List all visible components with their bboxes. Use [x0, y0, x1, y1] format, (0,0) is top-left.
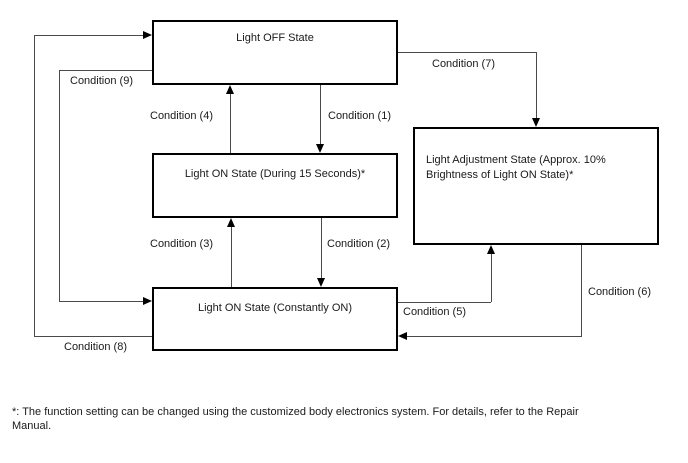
condition-7-line — [536, 52, 537, 118]
condition-3-arrowhead-icon — [227, 218, 235, 227]
condition-7-label: Condition (7) — [432, 58, 495, 70]
condition-6-line — [407, 336, 582, 337]
condition-2-line — [321, 218, 322, 278]
condition-8-arrowhead-icon — [143, 31, 152, 39]
condition-5-line — [491, 254, 492, 302]
condition-1-label: Condition (1) — [328, 110, 391, 122]
condition-4-arrowhead-icon — [226, 85, 234, 94]
state-box-light-on-constant: Light ON State (Constantly ON) — [152, 287, 398, 351]
condition-5-line — [398, 302, 491, 303]
condition-3-line — [231, 227, 232, 287]
condition-6-label: Condition (6) — [588, 286, 651, 298]
condition-5-arrowhead-icon — [487, 245, 495, 254]
condition-6-line — [581, 245, 582, 336]
condition-9-line — [59, 70, 152, 71]
condition-2-arrowhead-icon — [317, 278, 325, 287]
state-box-light-adjustment: Light Adjustment State (Approx. 10% Brig… — [413, 127, 659, 245]
state-box-light-on-15s: Light ON State (During 15 Seconds)* — [152, 153, 398, 218]
condition-9-line — [59, 70, 60, 302]
condition-2-label: Condition (2) — [327, 238, 390, 250]
state-box-light-off: Light OFF State — [152, 20, 398, 85]
condition-4-label: Condition (4) — [150, 110, 213, 122]
condition-8-label: Condition (8) — [64, 341, 127, 353]
condition-1-line — [320, 85, 321, 144]
condition-9-label: Condition (9) — [70, 75, 133, 87]
condition-9-arrowhead-icon — [143, 297, 152, 305]
footnote-line-1: *: The function setting can be changed u… — [12, 406, 579, 418]
condition-8-line — [34, 35, 143, 36]
condition-4-line — [230, 94, 231, 153]
condition-9-line — [59, 301, 143, 302]
condition-7-line — [398, 52, 537, 53]
footnote-line-2: Manual. — [12, 419, 52, 432]
condition-7-arrowhead-icon — [532, 118, 540, 127]
condition-8-line — [34, 336, 152, 337]
condition-8-line — [34, 35, 35, 337]
condition-3-label: Condition (3) — [150, 238, 213, 250]
condition-1-arrowhead-icon — [316, 144, 324, 153]
footnote: *: The function setting can be changed u… — [12, 406, 579, 433]
condition-5-label: Condition (5) — [403, 306, 466, 318]
condition-6-arrowhead-icon — [398, 332, 407, 340]
